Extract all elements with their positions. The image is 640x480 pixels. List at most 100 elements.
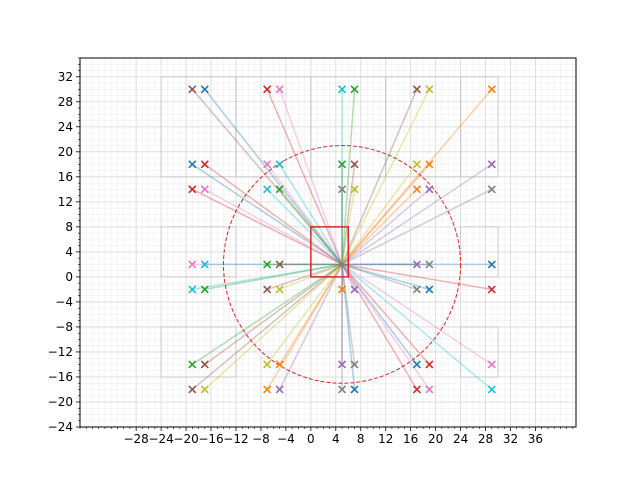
point-marker — [275, 385, 284, 394]
point-marker — [275, 260, 284, 269]
light-box — [459, 326, 499, 378]
connection-line — [191, 188, 343, 266]
light-boxes — [160, 76, 499, 378]
x-tick-label: 28 — [478, 432, 493, 446]
y-tick-label: 24 — [58, 120, 73, 134]
connection-line — [266, 264, 343, 390]
point-marker — [263, 360, 272, 369]
point-marker — [487, 285, 496, 294]
point-marker — [487, 160, 496, 169]
connection-line — [266, 163, 343, 265]
point-marker — [200, 360, 209, 369]
light-box — [459, 76, 499, 178]
y-tick-label: 12 — [58, 195, 73, 209]
point-marker — [350, 285, 359, 294]
y-tick-label: 0 — [65, 270, 73, 284]
connection-line — [341, 263, 430, 365]
point-marker — [487, 185, 496, 194]
connection-line — [341, 263, 430, 291]
point-marker — [188, 185, 197, 194]
connection-line — [341, 164, 356, 265]
point-marker — [412, 185, 421, 194]
point-marker — [412, 160, 421, 169]
y-tick-label: −16 — [48, 370, 73, 384]
point-marker — [188, 160, 197, 169]
x-tick-label: −24 — [148, 432, 173, 446]
connection-line — [191, 163, 343, 266]
connection-line — [341, 264, 356, 365]
connection-line — [204, 163, 343, 265]
connection-line — [279, 163, 343, 265]
x-tick-label: 0 — [307, 432, 315, 446]
connection-line — [266, 188, 343, 265]
point-marker — [200, 385, 209, 394]
point-marker — [200, 85, 209, 94]
point-marker — [275, 185, 284, 194]
point-marker — [350, 360, 359, 369]
point-marker — [337, 360, 347, 369]
connection-line — [341, 188, 493, 266]
point-marker — [200, 260, 209, 269]
connection-line — [204, 188, 343, 266]
y-tick-label: 8 — [65, 220, 73, 234]
point-marker — [337, 160, 347, 169]
reference-rectangle — [310, 226, 350, 278]
x-tick-label: −16 — [198, 432, 223, 446]
x-tick-label: 16 — [403, 432, 418, 446]
point-marker — [487, 260, 496, 269]
y-tick-label: −12 — [48, 345, 73, 359]
point-marker — [425, 385, 434, 394]
x-tick-label: −20 — [173, 432, 198, 446]
point-marker — [350, 385, 359, 394]
connection-line — [191, 263, 343, 391]
connection-line — [278, 264, 343, 390]
x-tick-label: 12 — [378, 432, 393, 446]
point-marker — [263, 285, 272, 294]
y-tick-label: −20 — [48, 395, 73, 409]
connection-line — [204, 263, 343, 391]
light-box — [160, 226, 237, 278]
connection-line — [204, 88, 343, 265]
point-marker — [337, 385, 347, 394]
connection-line — [266, 88, 343, 265]
connection-line — [341, 188, 430, 265]
point-marker — [350, 85, 359, 94]
point-marker — [350, 160, 359, 169]
point-marker — [263, 260, 272, 269]
point-marker — [412, 360, 421, 369]
y-tick-label: −4 — [55, 295, 73, 309]
connection-line — [341, 263, 493, 366]
x-tick-label: −8 — [252, 432, 270, 446]
y-tick-label: 4 — [65, 245, 73, 259]
connection-line — [204, 263, 343, 291]
x-tick-label: 20 — [428, 432, 443, 446]
point-marker — [412, 260, 421, 269]
point-marker — [275, 360, 284, 369]
point-marker — [188, 285, 197, 294]
x-tick-label: −4 — [277, 432, 295, 446]
point-marker — [188, 385, 197, 394]
connection-line — [341, 263, 430, 390]
point-marker — [487, 360, 496, 369]
point-marker — [188, 360, 197, 369]
point-marker — [350, 185, 359, 194]
connection-line — [341, 88, 431, 265]
point-marker — [412, 385, 421, 394]
connection-line — [191, 263, 343, 366]
connection-line — [341, 264, 356, 390]
connection-line — [278, 89, 343, 265]
point-marker — [412, 85, 421, 94]
point-marker — [425, 285, 434, 294]
point-marker — [263, 85, 272, 94]
point-marker — [425, 260, 434, 269]
x-tick-label: −28 — [123, 432, 148, 446]
x-tick-label: −12 — [223, 432, 248, 446]
y-tick-label: −8 — [55, 320, 73, 334]
connection-line — [204, 263, 343, 366]
reference-circle — [222, 145, 462, 384]
connection-line — [341, 163, 418, 265]
